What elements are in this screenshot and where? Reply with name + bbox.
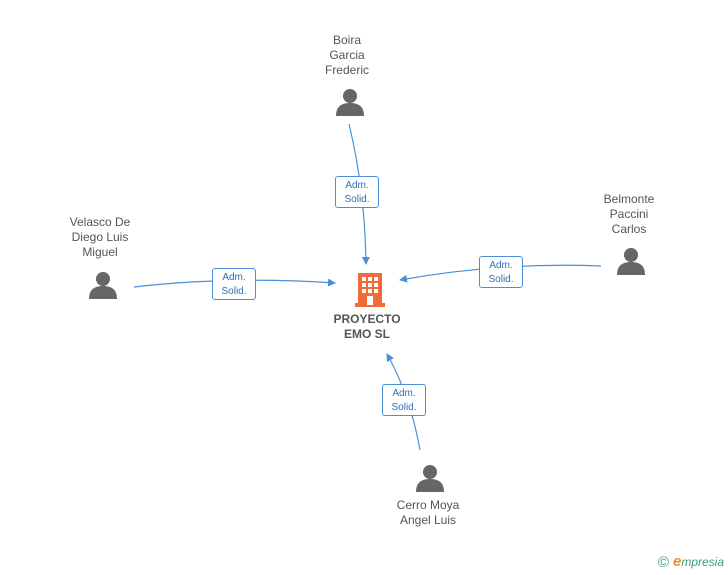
person-icon — [336, 89, 364, 116]
role-badge-left[interactable]: Adm. Solid. — [212, 268, 256, 300]
role-line-1: Adm. — [489, 260, 513, 271]
role-badge-bottom[interactable]: Adm. Solid. — [382, 384, 426, 416]
building-icon — [355, 273, 385, 307]
role-line-1: Adm. — [222, 272, 246, 283]
role-badge-right[interactable]: Adm. Solid. — [479, 256, 523, 288]
brand-logo-initial: e — [672, 553, 682, 570]
role-line-2: Solid. — [391, 402, 417, 413]
company-name: PROYECTO EMO SL — [333, 312, 401, 341]
copyright-icon: © — [657, 554, 669, 571]
brand-watermark: ©empresia — [658, 553, 724, 571]
role-line-2: Solid. — [344, 194, 370, 205]
person-name: Boira Garcia Frederic — [324, 33, 369, 77]
person-icon — [416, 465, 444, 492]
role-line-2: Solid. — [221, 286, 247, 297]
role-line-1: Adm. — [345, 180, 369, 191]
brand-name: mpresia — [681, 555, 724, 569]
role-line-1: Adm. — [392, 388, 416, 399]
person-icon — [89, 272, 117, 299]
person-name: Cerro Moya Angel Luis — [396, 498, 460, 527]
person-name: Velasco De Diego Luis Miguel — [69, 215, 131, 259]
person-name: Belmonte Paccini Carlos — [603, 192, 655, 236]
person-icon — [617, 248, 645, 275]
role-badge-top[interactable]: Adm. Solid. — [335, 176, 379, 208]
role-line-2: Solid. — [488, 274, 514, 285]
